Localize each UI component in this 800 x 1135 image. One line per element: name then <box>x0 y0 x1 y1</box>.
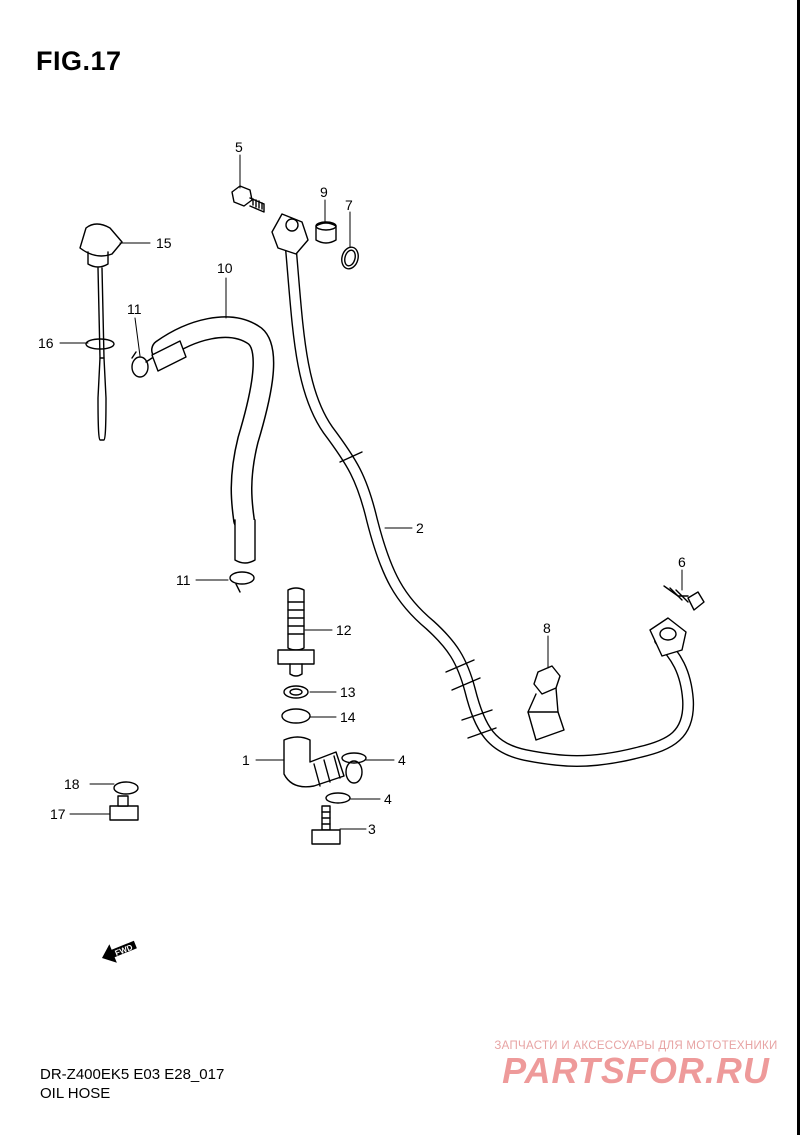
bolt-part-5 <box>231 185 265 213</box>
hose-fitting-part-12 <box>277 587 315 677</box>
callout-9: 9 <box>320 184 328 200</box>
clip-part-11-upper <box>131 351 153 378</box>
callout-7: 7 <box>345 197 353 213</box>
callout-labels: 5 9 7 15 10 11 16 2 6 11 12 8 13 14 1 4 … <box>38 139 686 837</box>
callout-16: 16 <box>38 335 54 351</box>
callout-12: 12 <box>336 622 352 638</box>
o-ring-part-7 <box>341 246 359 270</box>
clip-part-11-lower <box>229 571 255 593</box>
callout-8: 8 <box>543 620 551 636</box>
callout-15: 15 <box>156 235 172 251</box>
callout-1: 1 <box>242 752 250 768</box>
watermark-tagline: ЗАПЧАСТИ И АКСЕССУАРЫ ДЛЯ МОТОТЕХНИКИ <box>494 1040 778 1052</box>
model-code: DR-Z400EK5 E03 E28_017 <box>40 1066 225 1083</box>
callout-2: 2 <box>416 520 424 536</box>
bolt-part-6 <box>663 585 705 611</box>
callout-18: 18 <box>64 776 80 792</box>
dipstick-part-15-16 <box>79 223 123 441</box>
washer-part-4-lower <box>325 792 351 804</box>
clamp-part-14 <box>281 708 311 724</box>
watermark: ЗАПЧАСТИ И АКСЕССУАРЫ ДЛЯ МОТОТЕХНИКИ PA… <box>486 1040 786 1092</box>
fwd-arrow-icon: FWD <box>102 940 137 963</box>
section-name: OIL HOSE <box>40 1085 111 1102</box>
callout-4-upper: 4 <box>398 752 406 768</box>
union-hose-part-1 <box>283 736 363 788</box>
drain-bolt-part-17 <box>109 795 139 821</box>
oil-hose-main-part-2 <box>271 213 695 767</box>
washer-part-4-upper <box>341 752 367 764</box>
callout-6: 6 <box>678 554 686 570</box>
page-border <box>797 0 800 1135</box>
leader-lines <box>59 154 683 830</box>
callout-11-upper: 11 <box>127 301 142 317</box>
callout-17: 17 <box>50 806 66 822</box>
watermark-logo: PARTSFOR.RU <box>502 1050 770 1091</box>
clamp-part-8 <box>527 665 565 741</box>
bolt-part-3 <box>311 805 341 845</box>
fwd-label: FWD <box>114 943 134 958</box>
callout-14: 14 <box>340 709 356 725</box>
washer-part-13 <box>283 685 309 699</box>
callout-13: 13 <box>340 684 356 700</box>
callout-10: 10 <box>217 260 233 276</box>
callout-11-lower: 11 <box>176 572 191 588</box>
callout-4-lower: 4 <box>384 791 392 807</box>
collar-part-9 <box>315 221 337 244</box>
callout-3: 3 <box>368 821 376 837</box>
callout-5: 5 <box>235 139 243 155</box>
breather-hose-part-10 <box>151 316 275 564</box>
washer-part-18 <box>113 781 139 795</box>
figure-title: FIG.17 <box>36 46 122 76</box>
